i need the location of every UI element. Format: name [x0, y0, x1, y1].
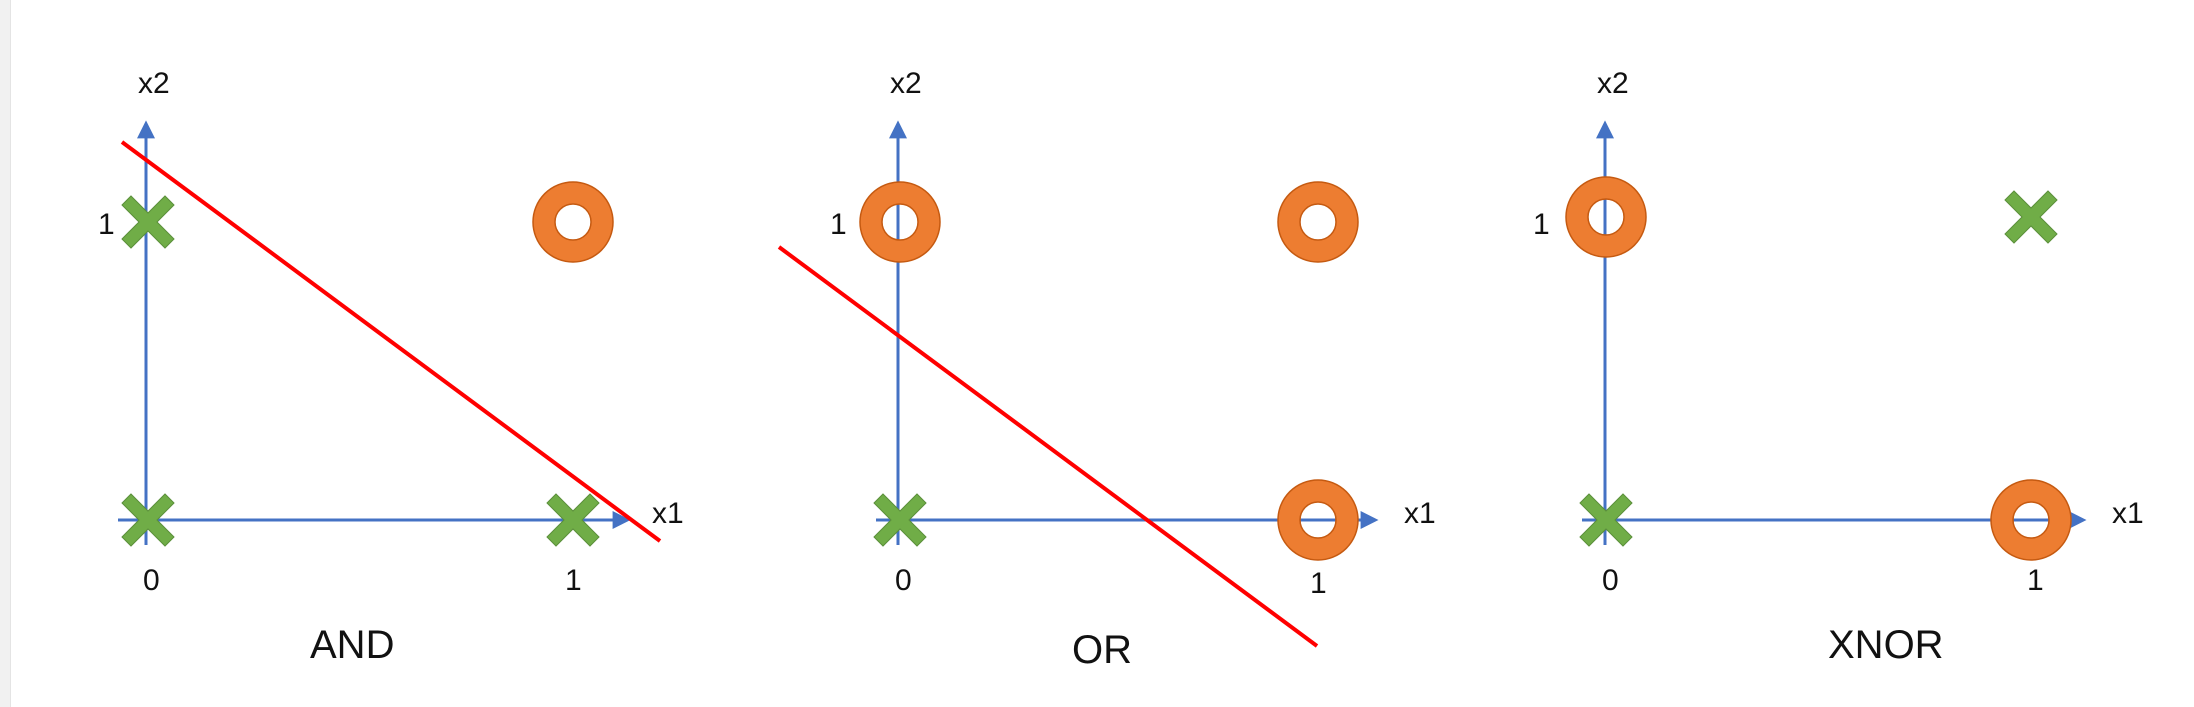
- ring-inner-outline: [2012, 501, 2050, 539]
- xnor-x-axis-label: x1: [2112, 497, 2144, 530]
- or-y-tick-1: 1: [830, 208, 847, 241]
- ring-outline: [859, 181, 941, 263]
- or-x-tick-0: 0: [895, 564, 912, 597]
- and-point-0-0: [121, 493, 175, 547]
- xnor-point-0-0: [1579, 493, 1633, 547]
- or-panel-title: OR: [1072, 628, 1132, 672]
- and-point-1-0: [546, 493, 600, 547]
- and-panel-title: AND: [310, 623, 394, 667]
- xnor-x-tick-1: 1: [2027, 564, 2044, 597]
- and-x-tick-1: 1: [565, 564, 582, 597]
- ring-inner-outline: [1299, 501, 1337, 539]
- ring-icon: [533, 182, 613, 262]
- x-mark-icon: [2004, 190, 2058, 244]
- ring-outline: [1990, 479, 2072, 561]
- or-point-0-0: [873, 493, 927, 547]
- ring-inner-outline: [1299, 203, 1337, 241]
- ring-icon: [860, 182, 940, 262]
- x-mark-icon: [873, 493, 927, 547]
- ring-inner-outline: [881, 203, 919, 241]
- xnor-point-1-1: [2004, 190, 2058, 244]
- xnor-panel-title: XNOR: [1828, 623, 1944, 667]
- and-x-tick-0: 0: [143, 564, 160, 597]
- panel-xnor: x1 x2 0 1 1 XNOR: [1533, 67, 2144, 667]
- or-point-1-1: [1277, 181, 1359, 263]
- or-y-axis-label: x2: [890, 67, 922, 100]
- xnor-point-1-0: [1990, 479, 2072, 561]
- xnor-x-tick-0: 0: [1602, 564, 1619, 597]
- or-x-tick-1: 1: [1310, 567, 1327, 600]
- ring-icon: [1566, 177, 1646, 257]
- ring-icon: [1278, 480, 1358, 560]
- ring-outline: [532, 181, 614, 263]
- and-decision-boundary: [120, 140, 662, 543]
- panel-or: x1 x2 0 1 1 OR: [777, 67, 1436, 672]
- or-decision-boundary: [777, 245, 1319, 648]
- ring-inner-outline: [1587, 198, 1625, 236]
- and-point-0-1: [121, 195, 175, 249]
- ring-outline: [1277, 479, 1359, 561]
- and-point-1-1: [532, 181, 614, 263]
- or-point-0-1: [859, 181, 941, 263]
- panel-and: x1 x2 0 1 1 AND: [98, 67, 684, 667]
- or-point-1-0: [1277, 479, 1359, 561]
- xnor-y-axis-label: x2: [1597, 67, 1629, 100]
- and-y-axis-label: x2: [138, 67, 170, 100]
- and-x-axis-label: x1: [652, 497, 684, 530]
- xnor-y-tick-1: 1: [1533, 208, 1550, 241]
- and-y-tick-1: 1: [98, 208, 115, 241]
- ring-inner-outline: [554, 203, 592, 241]
- ring-outline: [1277, 181, 1359, 263]
- x-mark-icon: [121, 493, 175, 547]
- ring-outline: [1565, 176, 1647, 258]
- ring-icon: [1278, 182, 1358, 262]
- x-mark-icon: [546, 493, 600, 547]
- or-x-axis-label: x1: [1404, 497, 1436, 530]
- left-edge-strip: [0, 0, 11, 707]
- xnor-point-0-1: [1565, 176, 1647, 258]
- ring-icon: [1991, 480, 2071, 560]
- x-mark-icon: [121, 195, 175, 249]
- x-mark-icon: [1579, 493, 1633, 547]
